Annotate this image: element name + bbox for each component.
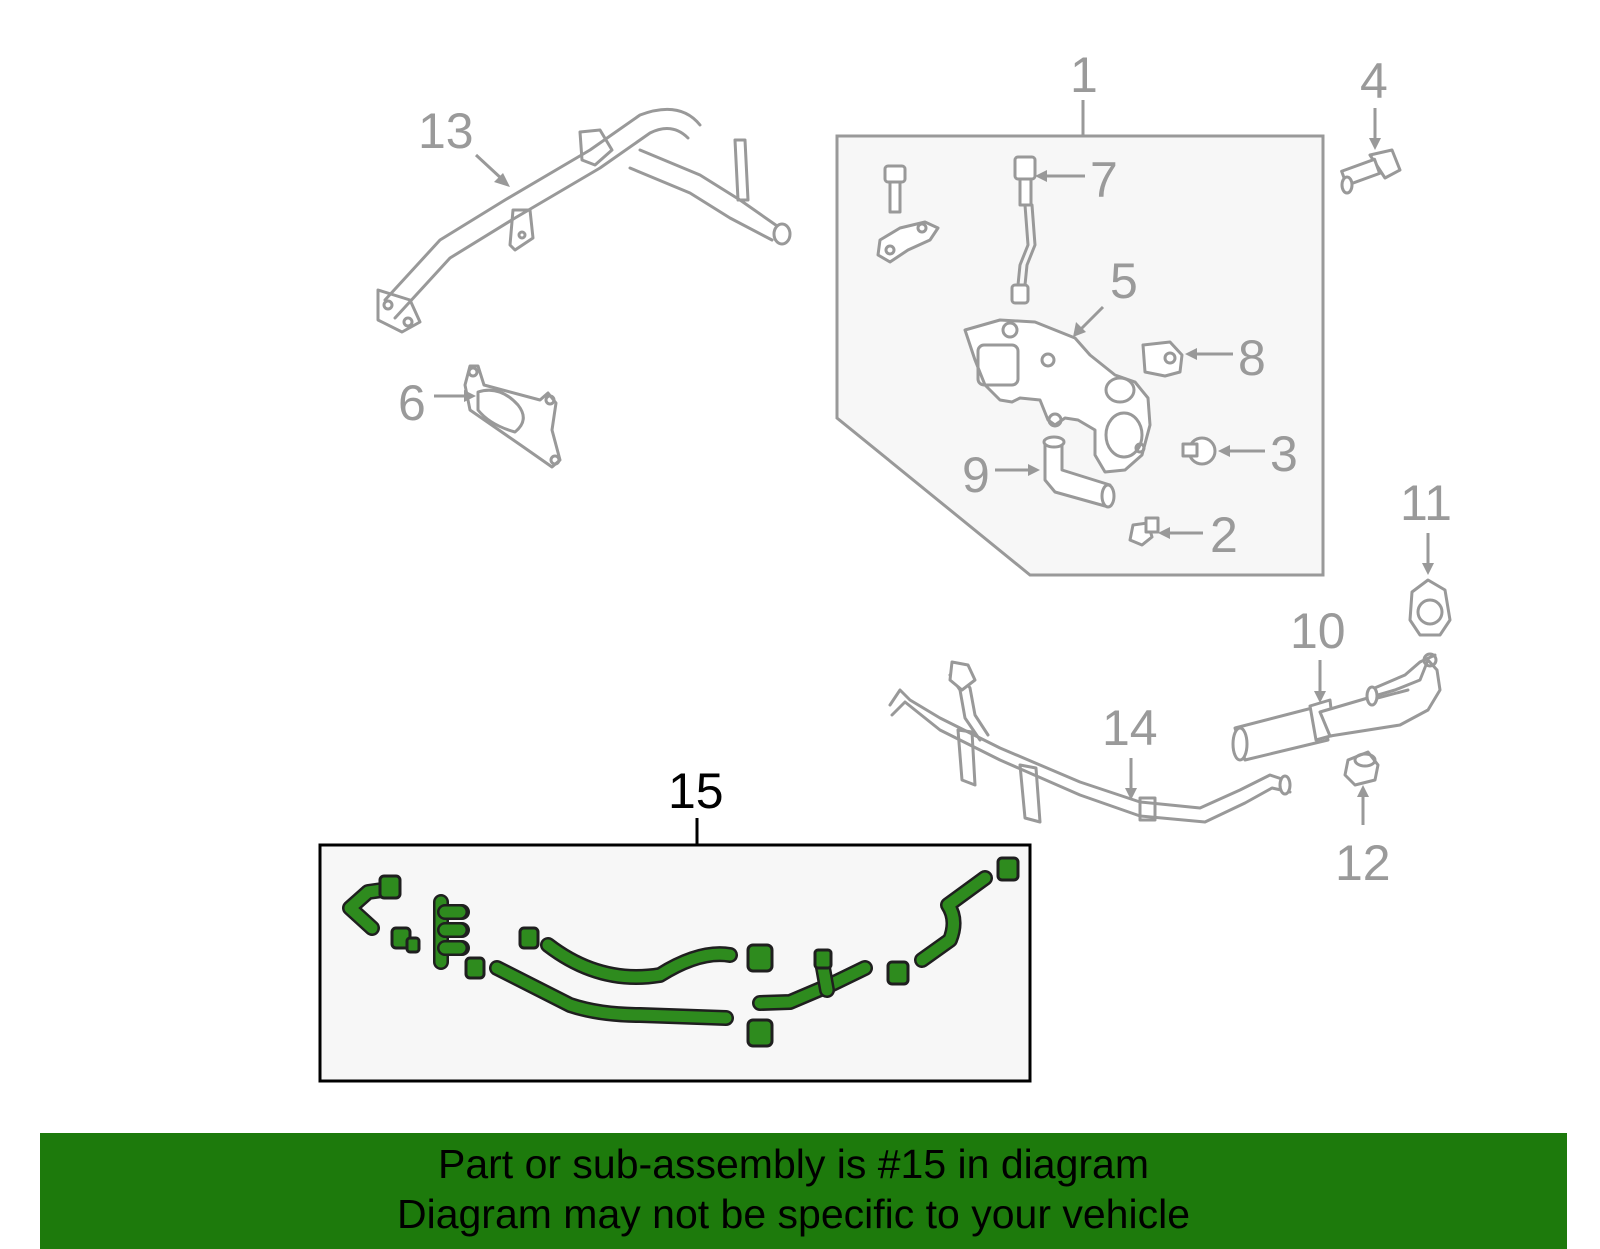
banner-line-2: Diagram may not be specific to your vehi… [396,1191,1190,1237]
callout-10: 10 [1290,603,1346,659]
callout-12: 12 [1335,835,1391,891]
part-12-cap [1343,750,1380,787]
part-10-pipe [1231,652,1442,762]
leader-arrows [434,108,1434,825]
callout-15: 15 [668,763,724,819]
part-13-water-pipe [376,107,792,334]
callout-11: 11 [1400,475,1452,531]
bolt-and-bracket [876,164,940,264]
part-3-bolt [1181,436,1217,466]
part-7-sensor [1010,155,1037,305]
callout-8: 8 [1238,330,1266,386]
callout-13: 13 [418,103,474,159]
callout-3: 3 [1270,426,1298,482]
part-5-housing [963,318,1152,474]
callout-6: 6 [398,375,426,431]
part-15-hose-set [342,870,993,1026]
part-11-gasket [1408,578,1452,637]
callout-2: 2 [1210,507,1238,563]
part-15-clamps [378,856,1020,1048]
callout-14: 14 [1102,700,1158,756]
part-8-fitting [1141,340,1184,378]
callout-1: 1 [1070,47,1098,103]
part-14-long-pipe [888,660,1292,824]
info-banner: Part or sub-assembly is #15 in diagram D… [40,1133,1567,1249]
callout-4: 4 [1360,53,1388,109]
callout-9: 9 [962,447,990,503]
callout-5: 5 [1110,253,1138,309]
part-2-bolt [1128,516,1160,547]
part-9-pipe [1042,435,1116,509]
part-6-gasket [463,364,562,469]
banner-line-1: Part or sub-assembly is #15 in diagram [438,1141,1149,1187]
part-4-bolt [1340,148,1402,195]
callout-7: 7 [1090,152,1118,208]
